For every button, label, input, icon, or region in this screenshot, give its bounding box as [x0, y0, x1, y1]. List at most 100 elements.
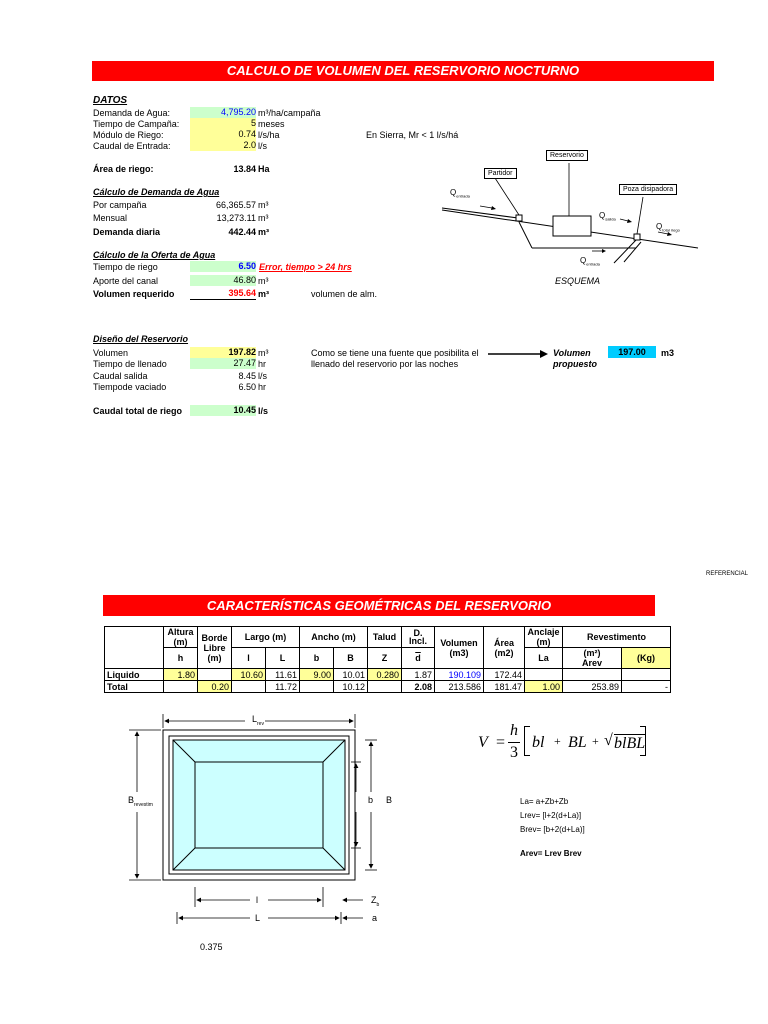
- cell-liquido-L: 11.61: [265, 668, 300, 681]
- demanda-label-campana: Por campaña: [93, 200, 147, 210]
- demanda-value-diaria: 442.44: [228, 227, 256, 237]
- volumen-propuesto-label-2: propuesto: [553, 359, 597, 369]
- caudal-total-value: 10.45: [190, 405, 256, 416]
- datos-value-tiempo[interactable]: 5: [190, 118, 256, 129]
- esquema-q-entrada: Qentrada: [450, 188, 470, 199]
- demanda-label-mensual: Mensual: [93, 213, 128, 223]
- datos-value-caudal[interactable]: 2.0: [190, 140, 256, 151]
- datos-value-demanda[interactable]: 4,795.20: [190, 107, 256, 118]
- cell-total-d: 2.08: [401, 680, 435, 693]
- reservoir-plan-drawing: [129, 714, 377, 924]
- header-area: Área(m2): [483, 626, 525, 669]
- cell-total-z: [367, 680, 402, 693]
- datos-label-modulo: Módulo de Riego:: [93, 130, 164, 140]
- cell-total-anc[interactable]: 1.00: [524, 680, 563, 693]
- formula-V: V: [478, 734, 488, 751]
- oferta-label-volumen: Volumen requerido: [93, 289, 175, 299]
- esquema-reservorio: Reservorio: [546, 150, 588, 161]
- diseno-value-volumen[interactable]: 197.82: [190, 347, 256, 358]
- table-corner: [104, 626, 164, 648]
- header-altura-h: h: [163, 647, 198, 669]
- formula-bar: [508, 742, 520, 743]
- cell-total-l: [231, 680, 266, 693]
- oferta-value-volumen: 395.64: [190, 288, 256, 300]
- header-anclaje: Anclaje(m): [524, 626, 563, 648]
- sqrt-icon: √: [604, 732, 613, 749]
- datos-label-demanda: Demanda de Agua:: [93, 108, 171, 118]
- main-title: CALCULO DE VOLUMEN DEL RESERVORIO NOCTUR…: [92, 61, 714, 81]
- esquema-partidor: Partidor: [484, 168, 517, 179]
- diseno-header: Diseño del Reservorio: [93, 334, 189, 344]
- drawing-l: l: [256, 895, 258, 905]
- demanda-unit-diaria: m³: [258, 227, 269, 237]
- diseno-unit-vaciado: hr: [258, 382, 267, 392]
- datos-value-modulo[interactable]: 0.74: [190, 129, 256, 140]
- drawing-bottom-value: 0.375: [200, 942, 223, 952]
- diseno-note-2: llenado del reservorio por las noches: [311, 359, 459, 369]
- formula-h: h: [510, 722, 518, 739]
- esquema-q-entrada-2: Qentrada: [580, 256, 600, 267]
- header-largo: Largo (m): [231, 626, 300, 648]
- diseno-label-volumen: Volumen: [93, 348, 129, 358]
- datos-label-caudal: Caudal de Entrada:: [93, 141, 171, 151]
- datos-unit-tiempo: meses: [258, 119, 285, 129]
- cell-total-m2: 253.89: [562, 680, 622, 693]
- formula-plus-2: +: [592, 734, 599, 748]
- cell-liquido-altura[interactable]: 1.80: [163, 668, 198, 681]
- formula-three: 3: [510, 744, 518, 761]
- oferta-error: Error, tiempo > 24 hrs: [259, 262, 352, 272]
- oferta-unit-aporte: m³: [258, 276, 269, 286]
- cell-total-altura: [163, 680, 198, 693]
- cell-total-borde[interactable]: 0.20: [197, 680, 232, 693]
- datos-unit-caudal: l/s: [258, 141, 267, 151]
- formula-plus-1: +: [554, 734, 561, 748]
- header-ancho: Ancho (m): [299, 626, 368, 648]
- cell-liquido-vol: 190.109: [434, 668, 484, 681]
- cell-total-L: 11.72: [265, 680, 300, 693]
- diseno-unit-salida: l/s: [258, 371, 267, 381]
- row-name-liquido: Liquido: [104, 668, 164, 681]
- header-volumen: Volumen(m3): [434, 626, 484, 669]
- drawing-brev: Brevestim: [128, 795, 153, 808]
- demanda-unit-campana: m³: [258, 200, 269, 210]
- diseno-note-1: Como se tiene una fuente que posibilita …: [311, 348, 479, 358]
- cell-liquido-kg: [621, 668, 671, 681]
- area-value: 13.84: [233, 164, 256, 174]
- header-talud-z: Z: [367, 647, 402, 669]
- oferta-value-tiempo[interactable]: 6.50: [190, 261, 256, 272]
- diseno-value-vaciado: 6.50: [238, 382, 256, 392]
- referencial-label: REFERENCIAL: [706, 571, 749, 577]
- volumen-propuesto-value[interactable]: 197.00: [608, 346, 656, 358]
- oferta-header: Cálculo de la Oferta de Agua: [93, 250, 216, 260]
- datos-label-tiempo: Tiempo de Campaña:: [93, 119, 180, 129]
- oferta-value-aporte: 46.80: [190, 275, 256, 286]
- oferta-note: volumen de alm.: [311, 289, 378, 299]
- header-revestimiento: Revestimento: [562, 626, 671, 648]
- header-dincl: D.Incl.: [401, 626, 435, 648]
- cell-liquido-B: 10.01: [333, 668, 368, 681]
- cell-liquido-z[interactable]: 0.280: [367, 668, 402, 681]
- header-largo-L: L: [265, 647, 300, 669]
- esquema-q-salida: Qsalida: [599, 211, 616, 222]
- diseno-label-llenado: Tiempo de llenado: [93, 359, 167, 369]
- esquema-poza: Poza disipadora: [619, 184, 678, 195]
- header-largo-l: l: [231, 647, 266, 669]
- cell-liquido-b[interactable]: 9.00: [299, 668, 334, 681]
- cell-liquido-l[interactable]: 10.60: [231, 668, 266, 681]
- drawing-b: b: [368, 795, 374, 805]
- formula-arev: Arev= Lrev Brev: [520, 849, 582, 858]
- header-rev-kg: (Kg): [621, 647, 671, 669]
- esquema-q-total: Qtotal riego: [656, 222, 680, 233]
- cell-total-kg: -: [621, 680, 671, 693]
- cell-total-B: 10.12: [333, 680, 368, 693]
- arrow-right-icon: [488, 350, 548, 358]
- formula-la: La= a+Zb+Zb: [520, 797, 569, 806]
- cell-liquido-m2: [562, 668, 622, 681]
- header-ancho-b: b: [299, 647, 334, 669]
- row-name-total: Total: [104, 680, 164, 693]
- formula-BL: BL: [568, 734, 587, 751]
- cell-total-vol: 213.586: [434, 680, 484, 693]
